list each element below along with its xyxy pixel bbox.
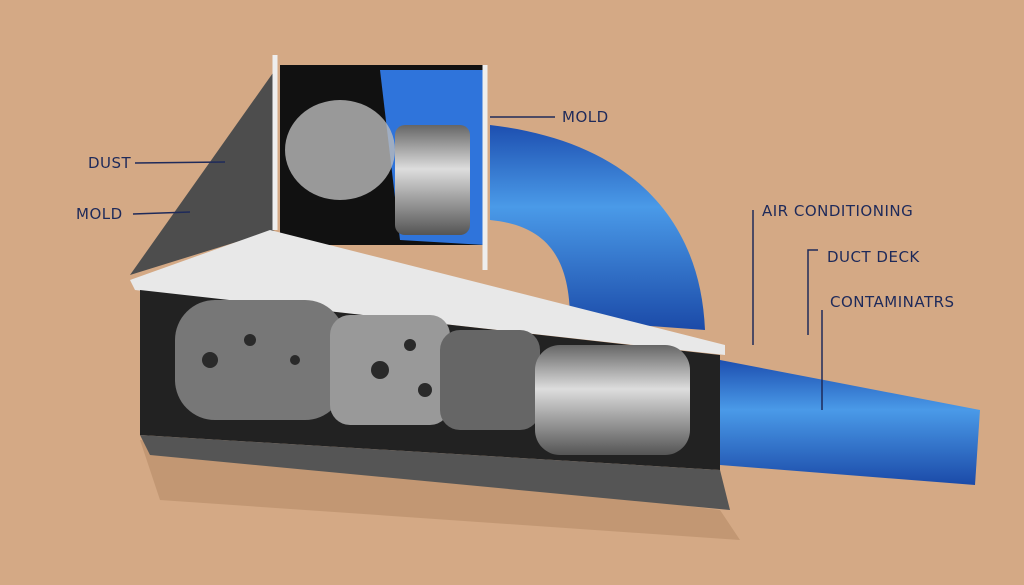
lower-box-top xyxy=(130,230,725,355)
outlet-pipe xyxy=(720,360,980,485)
leader-lines xyxy=(132,116,823,410)
label-contaminants: CONTAMINATRS xyxy=(830,293,955,311)
label-mold-left: MOLD xyxy=(76,205,123,223)
label-dust: DUST xyxy=(88,154,132,172)
contaminant-spots xyxy=(202,334,432,397)
lower-pipe-4 xyxy=(535,345,690,455)
dust-cloud xyxy=(285,100,395,200)
upper-box-side xyxy=(130,70,275,275)
lower-pipe-3 xyxy=(440,330,540,430)
elbow-pipe xyxy=(490,125,705,330)
lower-pipe-1 xyxy=(175,300,345,420)
label-duct-deck: DUCT DECK xyxy=(827,248,920,266)
lower-pipe-2 xyxy=(330,315,450,425)
upper-pipe xyxy=(395,125,470,235)
label-mold-top: MOLD xyxy=(562,108,609,126)
label-air-conditioning: AIR CONDITIONING xyxy=(762,202,914,220)
lower-box-bottom xyxy=(140,435,730,510)
